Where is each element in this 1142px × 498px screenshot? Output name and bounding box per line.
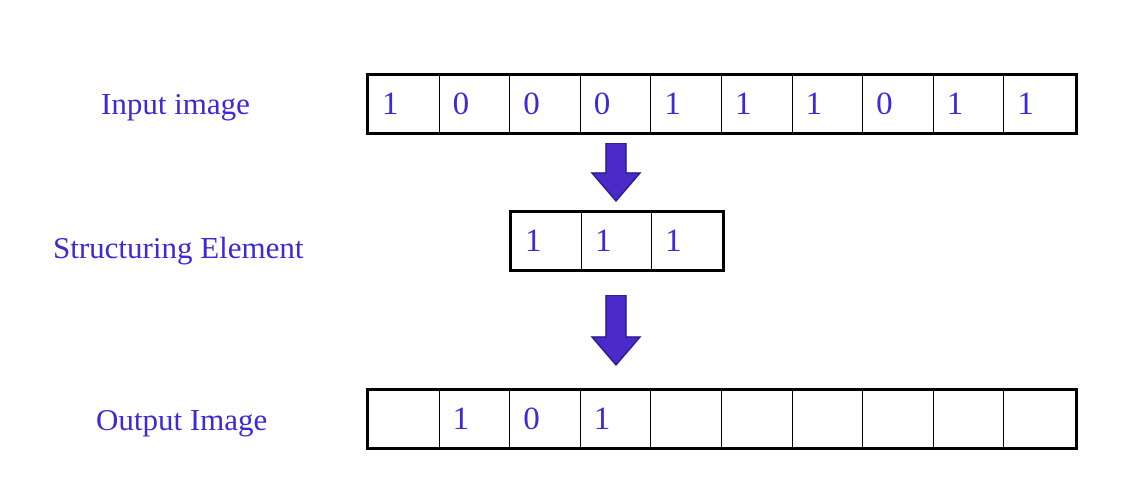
input-cell: 1	[934, 76, 1005, 132]
input-cell: 0	[863, 76, 934, 132]
input-cell: 1	[722, 76, 793, 132]
output-cell	[793, 391, 864, 447]
structuring-element-cell: 1	[582, 213, 652, 269]
input-cell: 0	[440, 76, 511, 132]
input-cell: 0	[510, 76, 581, 132]
output-cell	[369, 391, 440, 447]
down-arrow-icon	[590, 295, 642, 367]
output-cell: 0	[510, 391, 581, 447]
down-arrow-icon	[590, 143, 642, 203]
output-cell	[722, 391, 793, 447]
output-cell	[934, 391, 1005, 447]
structuring-element-label: Structuring Element	[53, 230, 304, 265]
structuring-element-strip: 1 1 1	[509, 210, 725, 272]
input-image-label: Input image	[101, 86, 250, 121]
output-cell	[651, 391, 722, 447]
output-cell: 1	[440, 391, 511, 447]
structuring-element-cell: 1	[665, 223, 682, 259]
output-image-label: Output Image	[96, 402, 268, 437]
structuring-element-cell: 1	[512, 213, 582, 269]
output-cell	[863, 391, 934, 447]
input-cell: 1	[651, 76, 722, 132]
input-cell: 1	[1017, 86, 1034, 122]
input-cell: 0	[581, 76, 652, 132]
output-cell: 1	[581, 391, 652, 447]
input-cell: 1	[369, 76, 440, 132]
input-cell: 1	[793, 76, 864, 132]
input-image-strip: 1 0 0 0 1 1 1 0 1 1	[366, 73, 1078, 135]
output-cell	[1004, 391, 1075, 447]
output-image-strip: 1 0 1	[366, 388, 1078, 450]
